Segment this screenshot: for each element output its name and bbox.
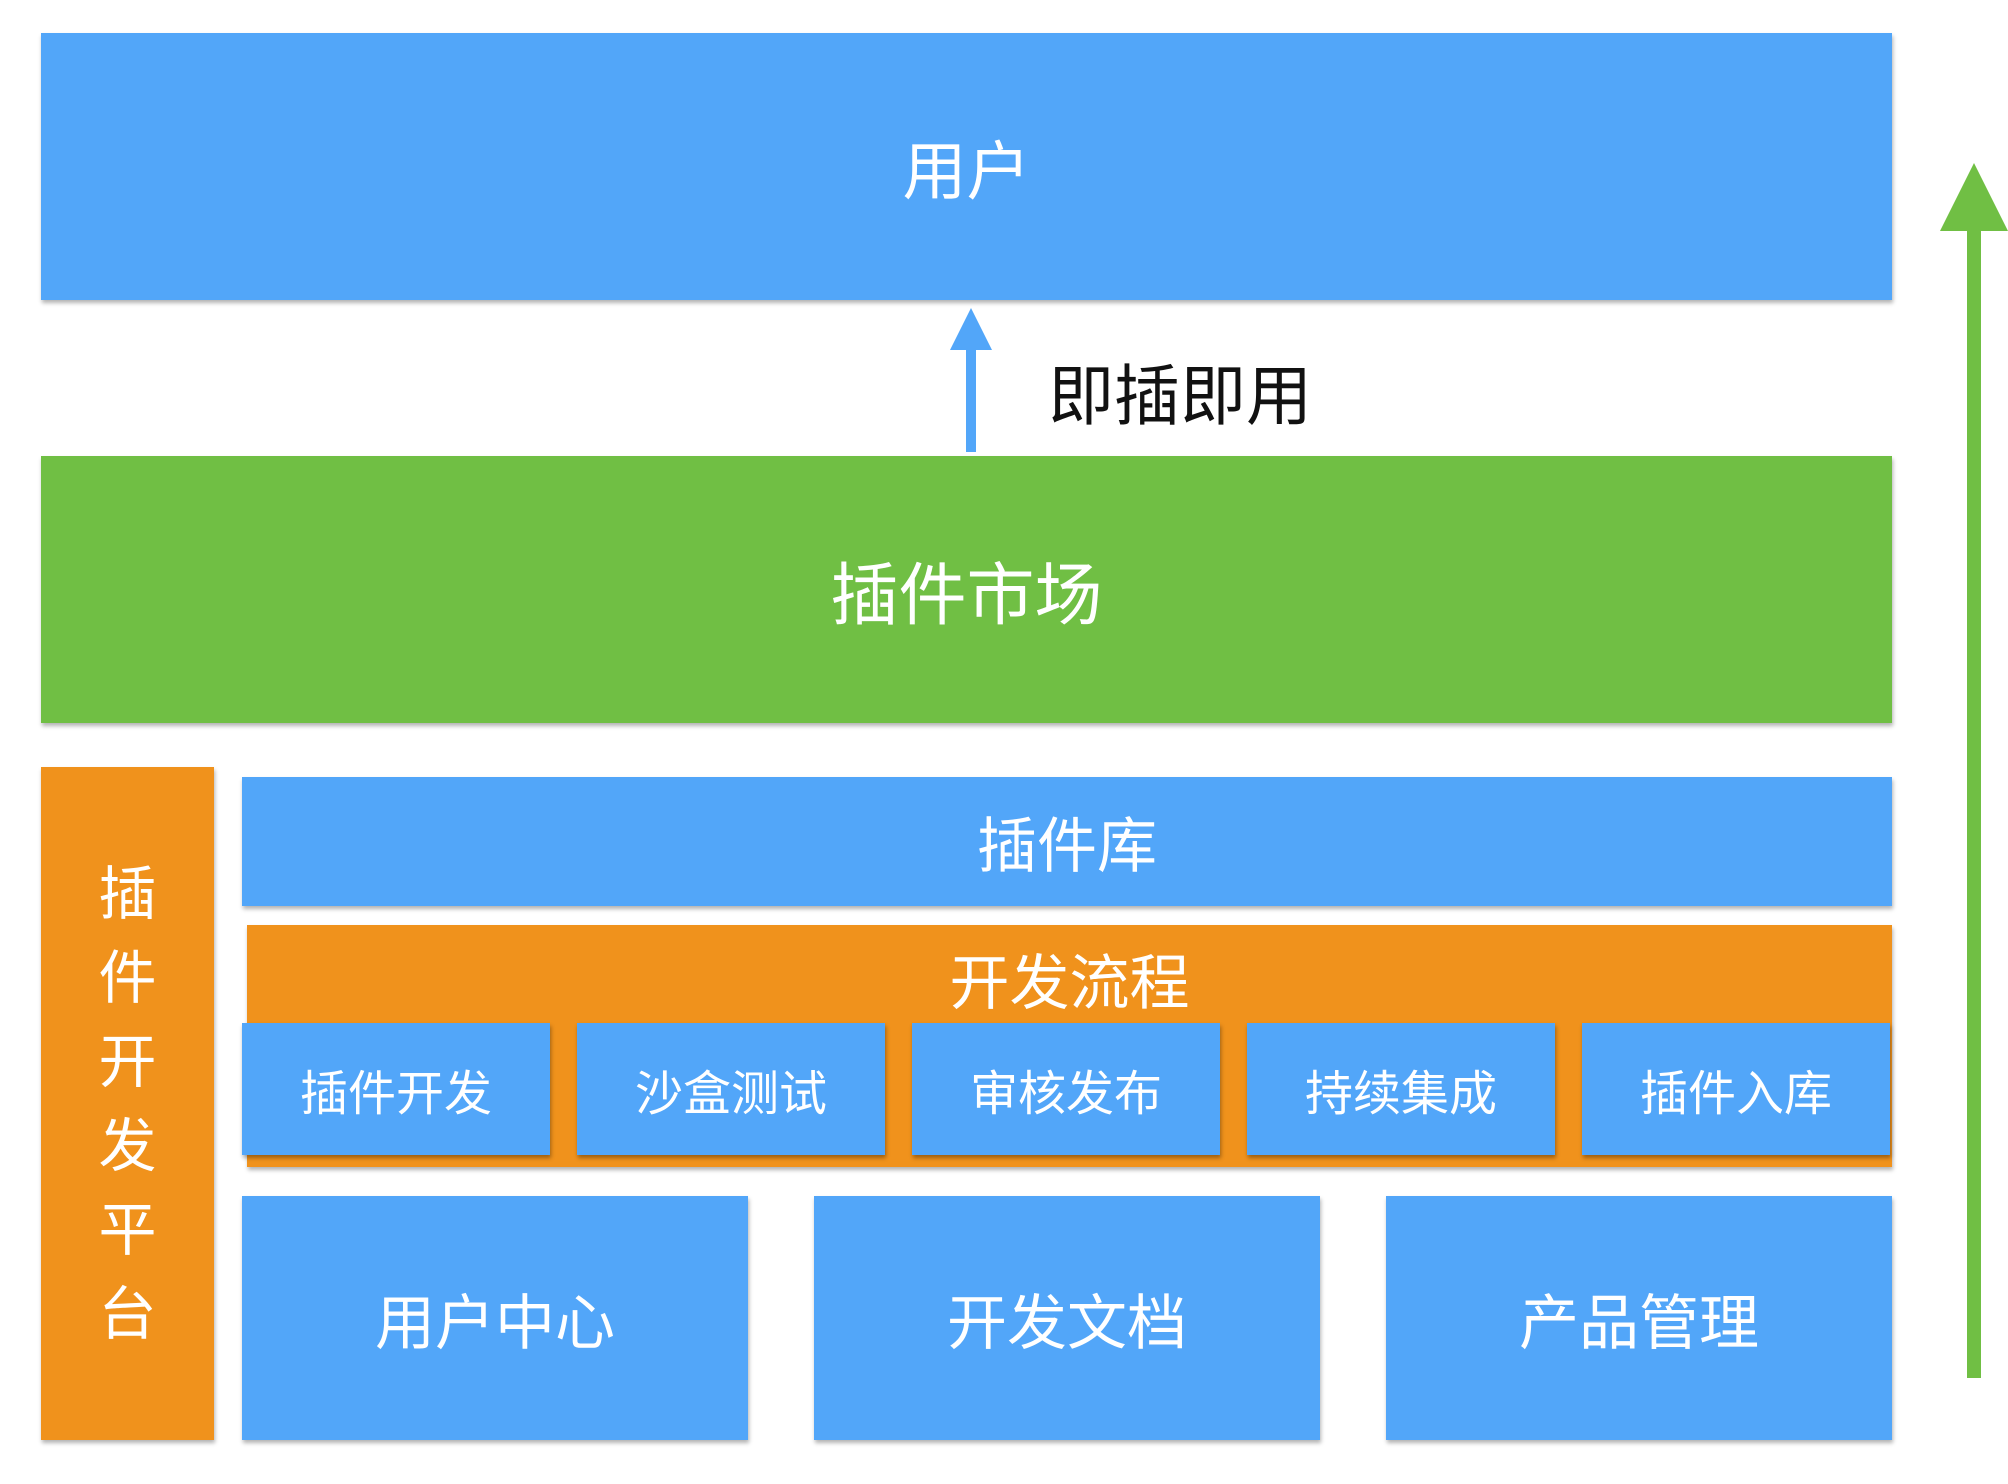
- foundation-box: 开发文档: [814, 1196, 1320, 1440]
- process-step-label: 沙盒测试: [634, 1066, 827, 1122]
- foundation-box: 用户中心: [242, 1196, 748, 1440]
- foundation-label: 开发文档: [947, 1288, 1187, 1359]
- process-step: 审核发布: [912, 1023, 1220, 1155]
- plugin-dev-platform: 插 件 开 发 平 台: [41, 767, 214, 1440]
- plugin-market-layer: 插件市场: [41, 456, 1892, 723]
- plug-arrow-icon: [950, 308, 992, 452]
- platform-char: 发: [98, 1111, 157, 1180]
- platform-char: 平: [98, 1195, 157, 1264]
- platform-char: 开: [98, 1027, 157, 1096]
- platform-char: 插: [98, 859, 157, 928]
- process-step-label: 插件入库: [1639, 1066, 1832, 1122]
- plugin-library-box: 插件库: [242, 777, 1892, 906]
- dev-process-label: 开发流程: [949, 949, 1190, 1019]
- process-step-label: 持续集成: [1304, 1066, 1497, 1122]
- platform-char: 台: [98, 1279, 157, 1348]
- process-step: 持续集成: [1247, 1023, 1555, 1155]
- foundation-label: 产品管理: [1519, 1288, 1759, 1359]
- flow-up-arrow-icon: [1940, 163, 2008, 1378]
- process-step: 沙盒测试: [577, 1023, 885, 1155]
- plug-and-play-label: 即插即用: [1048, 358, 1312, 435]
- process-step: 插件入库: [1582, 1023, 1890, 1155]
- process-step-label: 审核发布: [969, 1066, 1162, 1122]
- plugin-library-label: 插件库: [977, 812, 1157, 882]
- user-layer: 用户: [41, 33, 1892, 300]
- plugin-market-label: 插件市场: [830, 557, 1103, 636]
- foundation-label: 用户中心: [375, 1288, 615, 1359]
- user-label: 用户: [902, 135, 1031, 210]
- process-step-label: 插件开发: [299, 1066, 492, 1122]
- foundation-box: 产品管理: [1386, 1196, 1892, 1440]
- process-step: 插件开发: [242, 1023, 550, 1155]
- platform-char: 件: [98, 943, 157, 1012]
